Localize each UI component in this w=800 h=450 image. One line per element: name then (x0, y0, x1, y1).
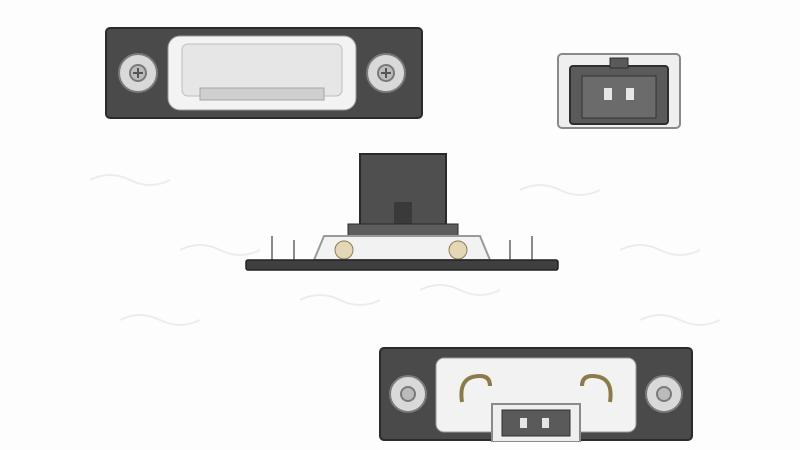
connector-pin (520, 418, 527, 428)
mounting-clip-right (509, 236, 533, 260)
screw-right-cross-icon (381, 68, 391, 78)
screw-right (645, 375, 683, 413)
contact-spring-left (459, 373, 492, 403)
connector-pin (604, 88, 612, 100)
mounting-clip-left (271, 236, 295, 260)
connector-pin (542, 418, 549, 428)
connector-pin (626, 88, 634, 100)
connector-end-view (557, 53, 681, 129)
base-plate (245, 259, 559, 271)
lamp-bottom-view (379, 347, 693, 442)
screw-left-cross-icon (133, 68, 143, 78)
lamp-top-view (105, 27, 423, 119)
lamp-side-view (245, 153, 559, 271)
screw-left (389, 375, 427, 413)
contact-spring-right (580, 373, 613, 403)
